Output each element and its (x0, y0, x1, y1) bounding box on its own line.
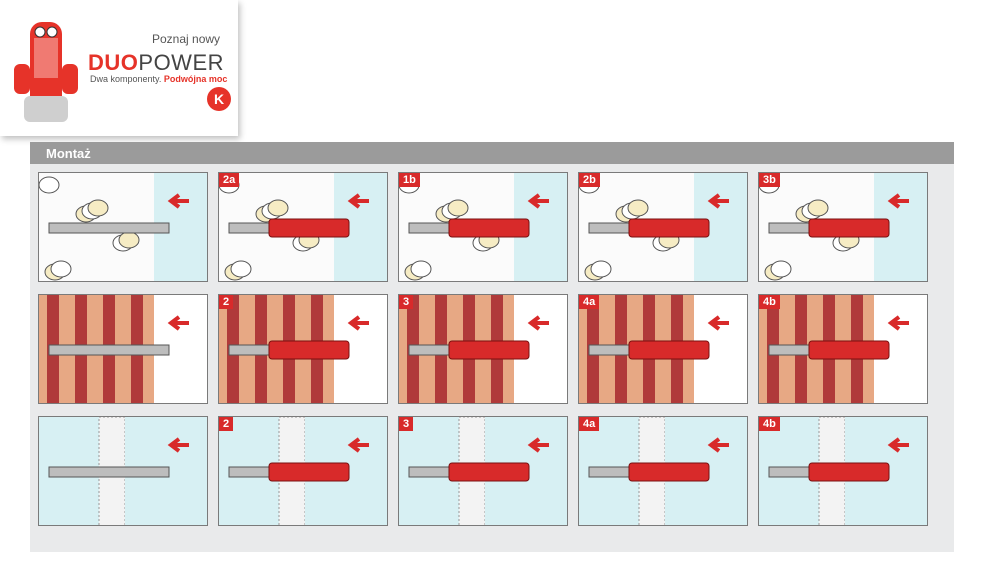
step-illustration (759, 417, 927, 525)
mounting-step-panel: 4b (758, 416, 928, 526)
step-label: 2 (219, 417, 234, 431)
mounting-step-panel: 2 (218, 416, 388, 526)
step-illustration (219, 173, 387, 281)
step-label: 2 (219, 295, 234, 309)
mounting-step-panel: 3b (758, 172, 928, 282)
step-illustration (39, 417, 207, 525)
mounting-step-panel: 4a (578, 294, 748, 404)
step-illustration (399, 295, 567, 403)
brand-part-duo: DUO (88, 50, 139, 75)
step-illustration (399, 417, 567, 525)
mounting-step-panel: 2a (218, 172, 388, 282)
montaz-section: Montaż 2a 1b 2b 3b 2 3 4a 4b 2 3 4a 4b (30, 142, 954, 552)
mascot-illustration (14, 22, 78, 122)
mounting-step-panel: 1b (398, 172, 568, 282)
step-label: 3 (399, 417, 414, 431)
step-illustration (579, 173, 747, 281)
mounting-step-panel (38, 416, 208, 526)
step-illustration (39, 173, 207, 281)
step-label: 1b (399, 173, 420, 187)
step-label: 4a (579, 295, 600, 309)
brand-name: DUOPOWER (88, 50, 224, 76)
slogan-part-b: Podwójna moc (163, 74, 228, 84)
step-label: 2a (219, 173, 240, 187)
mounting-step-panel: 4a (578, 416, 748, 526)
promo-card: Poznaj nowy DUOPOWER Dwa komponenty. Pod… (0, 0, 238, 136)
mounting-step-panel: 2 (218, 294, 388, 404)
step-label: 4b (759, 295, 780, 309)
step-illustration (579, 417, 747, 525)
step-illustration (399, 173, 567, 281)
slogan-part-a: Dwa komponenty. (90, 74, 164, 84)
mounting-step-panel: 2b (578, 172, 748, 282)
mounting-step-panel (38, 172, 208, 282)
step-label: 4a (579, 417, 600, 431)
brand-slogan: Dwa komponenty. Podwójna moc (90, 74, 227, 84)
step-illustration (39, 295, 207, 403)
step-illustration (759, 173, 927, 281)
step-illustration (219, 295, 387, 403)
brand-part-power: POWER (138, 50, 225, 75)
step-label: 3 (399, 295, 414, 309)
mounting-step-panel: 3 (398, 416, 568, 526)
step-label: 4b (759, 417, 780, 431)
mounting-step-panel: 4b (758, 294, 928, 404)
svg-text:K: K (214, 91, 224, 107)
section-title: Montaż (30, 142, 954, 164)
step-illustration (759, 295, 927, 403)
step-illustration (219, 417, 387, 525)
mounting-step-panel (38, 294, 208, 404)
k-badge-icon: K (207, 87, 231, 111)
promo-tagline: Poznaj nowy (152, 32, 221, 46)
mounting-step-panel: 3 (398, 294, 568, 404)
step-illustration (579, 295, 747, 403)
step-label: 3b (759, 173, 780, 187)
step-label: 2b (579, 173, 600, 187)
